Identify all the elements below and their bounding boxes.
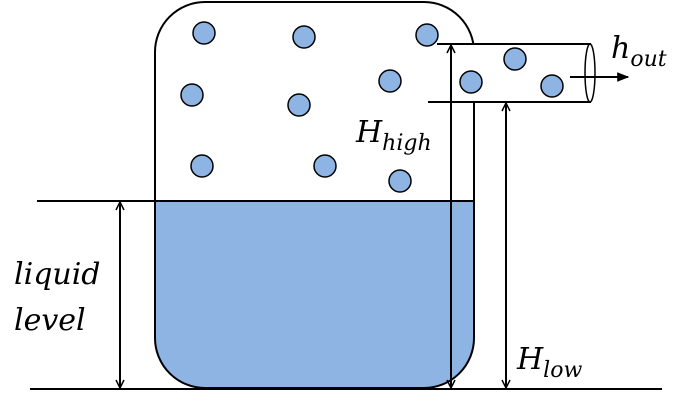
liquid-label-2: level	[14, 303, 86, 338]
h-out-label: hout	[611, 31, 667, 72]
bubble	[313, 154, 337, 178]
bubble	[180, 83, 204, 107]
liquid-fill	[155, 201, 474, 388]
pipe-outlet	[584, 43, 596, 103]
h-high-label: Hhigh	[355, 115, 432, 156]
bubble	[292, 25, 316, 49]
bubble	[415, 23, 439, 47]
bubble	[540, 74, 564, 98]
bubble	[459, 70, 483, 94]
bubble	[190, 154, 214, 178]
liquid-label-1: liquid	[14, 257, 101, 292]
bubble	[503, 47, 527, 71]
bubbles	[180, 21, 564, 193]
bubble	[378, 69, 402, 93]
h-low-label: Hlow	[516, 342, 582, 383]
bubble	[192, 21, 216, 45]
bubble	[388, 169, 412, 193]
bubble	[287, 93, 311, 117]
